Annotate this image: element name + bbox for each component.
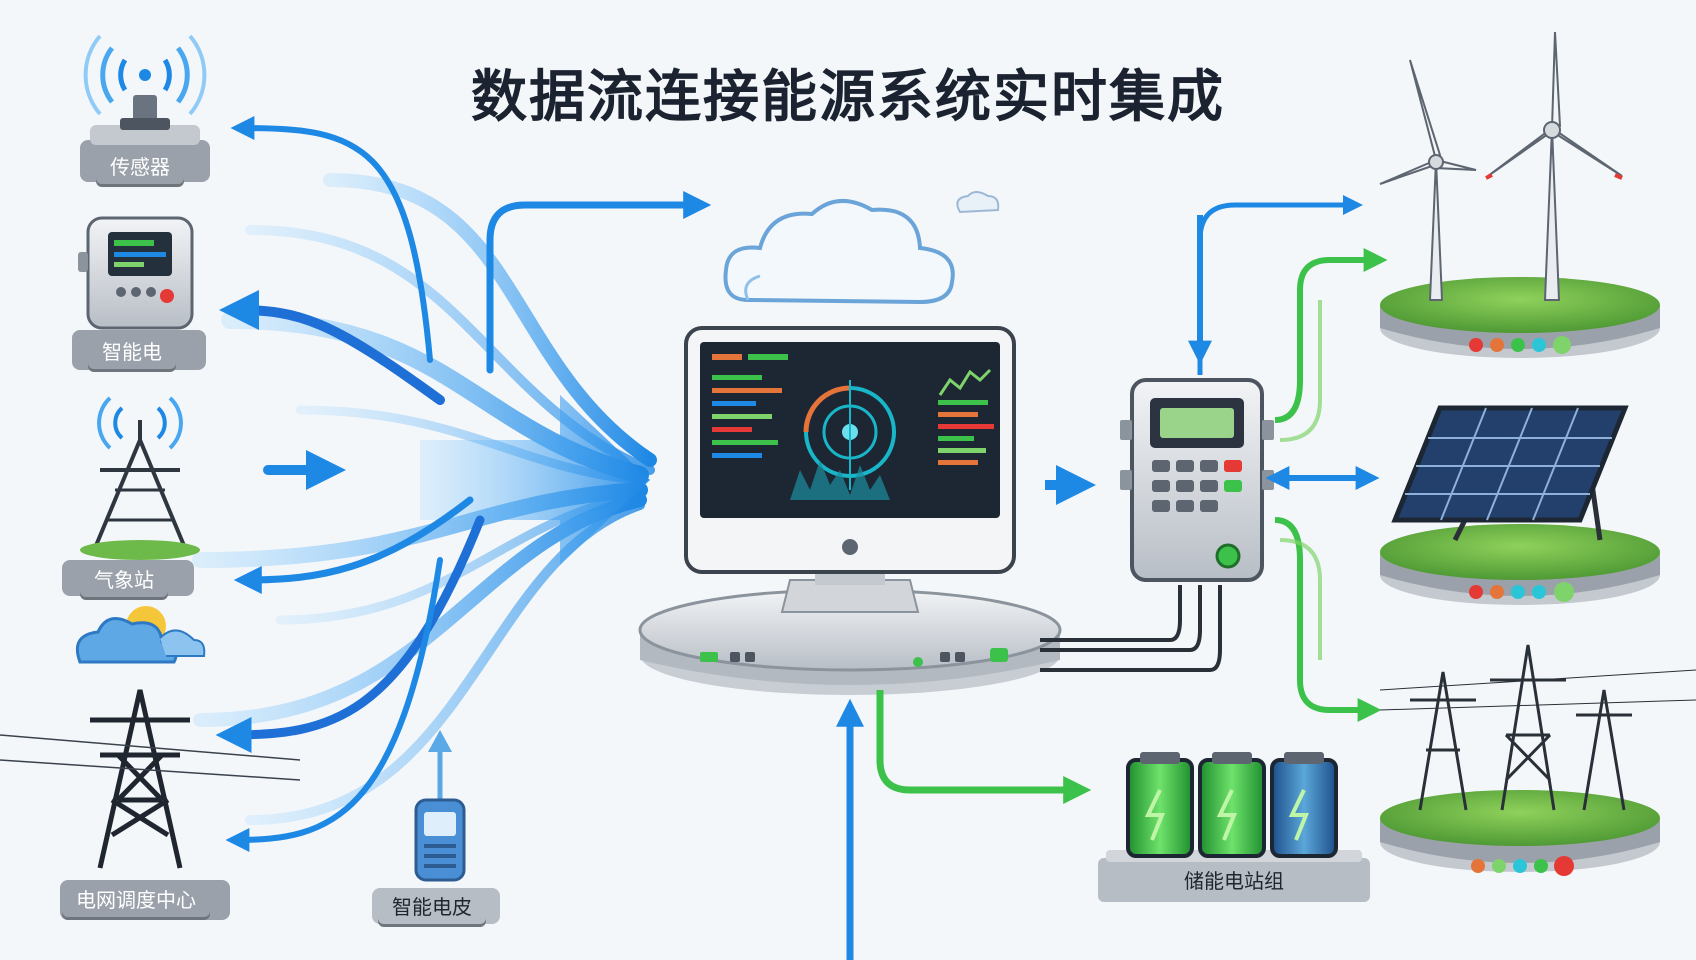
weather-station-icon (80, 396, 200, 560)
node-platform (1098, 858, 1370, 902)
transmission-tower-icon (0, 689, 301, 869)
node-label-sensor: 传感器 (96, 150, 184, 184)
handheld-meter-icon (414, 730, 466, 882)
cloud-icon (723, 191, 1000, 305)
battery-icon (1126, 752, 1338, 858)
smart-meter-icon (78, 216, 194, 330)
status-lights (1469, 582, 1574, 602)
status-lights (1469, 336, 1571, 354)
node-label-battery-storage: 储能电站组 (1184, 869, 1284, 893)
flow-arrow-to-sensor (230, 116, 433, 363)
node-platform-top (90, 125, 200, 145)
green-flow-tower-2 (1279, 538, 1322, 660)
node-label-smart-meter: 智能电 (88, 335, 176, 369)
antenna-icon (83, 34, 207, 130)
green-flow-turbine-2 (1279, 300, 1322, 442)
flow-arrow-to-meter2 (225, 557, 443, 852)
flow-arrow-to-grid (215, 515, 485, 753)
status-lights (1471, 856, 1574, 876)
flow-arrow-to-weather-left (233, 496, 474, 594)
wind-turbine-icon (1379, 31, 1623, 301)
wind-farm-node[interactable] (1379, 31, 1660, 358)
solar-farm-node[interactable] (1380, 405, 1660, 605)
green-flow-turbine (1274, 248, 1388, 423)
cables (1040, 585, 1222, 672)
controller-icon[interactable] (1120, 378, 1274, 582)
node-label-grid-dispatch: 电网调度中心 (62, 883, 210, 917)
computer-monitor-icon (684, 326, 1016, 613)
main-inflow-arrow (420, 395, 650, 565)
grass-ground (1380, 790, 1660, 846)
transmission-tower-icon (1379, 644, 1696, 811)
flow-arrow-to-meter (219, 290, 445, 405)
solar-panel-icon (1391, 405, 1629, 542)
energy-flow-to-battery (876, 690, 1092, 804)
server-base-icon (638, 588, 1062, 695)
flow-arrow-to-cloud (486, 191, 712, 374)
grass-ground (1380, 524, 1660, 580)
diagram-title: 数据流连接能源系统实时集成 (471, 65, 1225, 130)
cloud-sun-icon (75, 606, 206, 664)
monitor-to-controller-flows (1015, 425, 1120, 524)
incoming-data-flows (192, 116, 712, 852)
outgoing-energy-flows (1188, 195, 1388, 722)
node-label-weather-station: 气象站 (80, 563, 168, 597)
data-flow-up (1197, 195, 1363, 375)
green-flow-tower (1274, 517, 1382, 722)
flow-line (323, 173, 657, 467)
node-label-smart-meter-2: 智能电皮 (378, 890, 486, 924)
battery-storage-node[interactable] (1098, 752, 1370, 902)
power-grid-node[interactable] (1379, 644, 1696, 876)
grass-ground (1380, 277, 1660, 333)
